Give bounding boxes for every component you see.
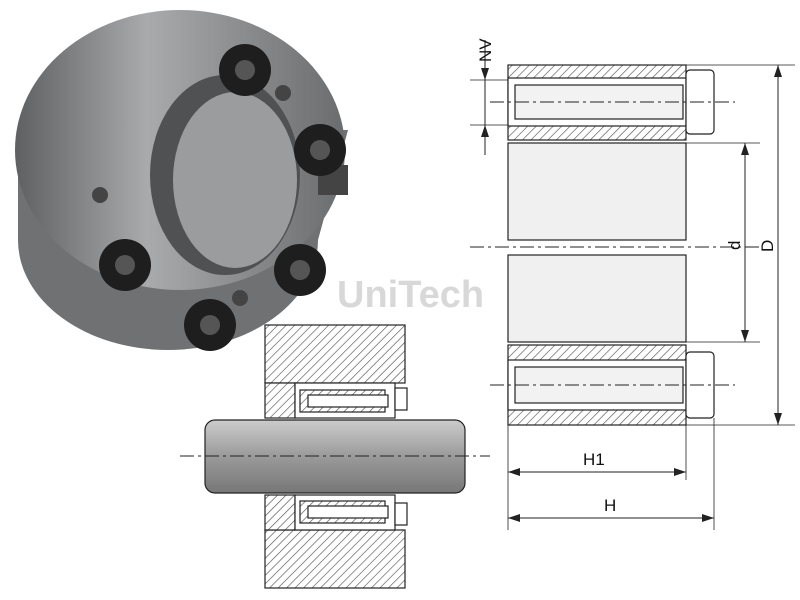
arrowheads xyxy=(481,65,782,522)
hub-lower xyxy=(264,529,406,589)
label-H1: H1 xyxy=(583,450,605,469)
hub-upper xyxy=(264,324,406,384)
label-nv: NV xyxy=(476,38,495,62)
label-D: D xyxy=(758,240,777,252)
technical-drawing xyxy=(470,40,795,530)
bore-upper xyxy=(507,142,687,241)
thread-hole-icon xyxy=(232,290,248,306)
thread-hole-icon xyxy=(275,85,291,101)
watermark-logo: UniTech xyxy=(337,274,484,316)
thread-hole-icon xyxy=(92,187,108,203)
bore-lower xyxy=(507,254,687,343)
label-H: H xyxy=(604,496,616,515)
assembly-section xyxy=(180,324,490,589)
label-d: d xyxy=(725,241,744,250)
product-photo xyxy=(15,10,348,351)
